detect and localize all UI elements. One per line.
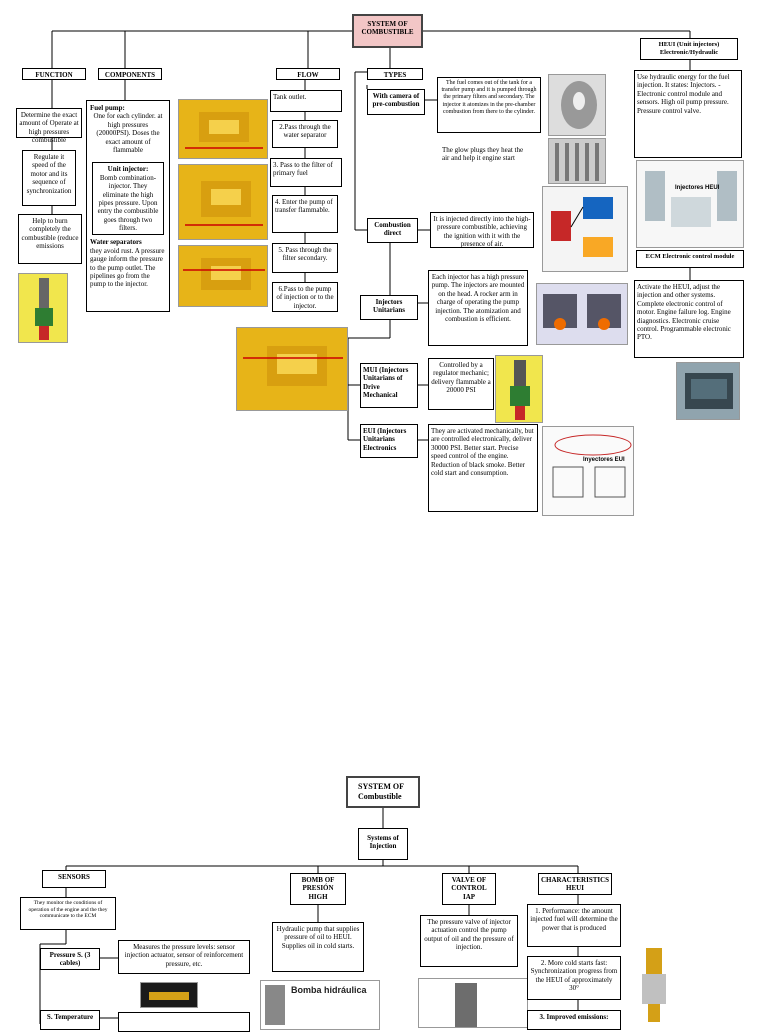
- ecm-module-icon: [685, 373, 733, 409]
- mui-injector-image: [495, 355, 543, 423]
- bomb-img-title: Bomba hidráulica: [291, 985, 367, 995]
- glow-plug-image: [548, 74, 606, 136]
- pressure-sensor-image: [140, 982, 198, 1008]
- temperature-sensor-text: [118, 1012, 250, 1032]
- glow-plugs-icon: [555, 143, 599, 181]
- sensor-icon: [149, 992, 189, 1000]
- injection-diagram-icon: [551, 197, 613, 257]
- injector-nozzle-image: [18, 273, 68, 343]
- function-item-3: Help to burn completely the combustible …: [18, 214, 82, 264]
- direct-injection-diagram: [542, 186, 628, 272]
- components-title: COMPONENTS: [98, 68, 162, 80]
- root-title-2: SYSTEM OF Combustible: [346, 776, 420, 808]
- mui-text: Controlled by a regulator mechanic; deli…: [428, 358, 494, 410]
- hydraulic-pump-image: Bomba hidráulica: [260, 980, 380, 1030]
- valve-icon: [455, 983, 477, 1027]
- types-eui: EUI (Injectors Unitarians Electronics: [360, 424, 418, 458]
- water-separators-title: Water separators: [90, 238, 142, 247]
- flow-step-2: 2.Pass through the water separator: [272, 120, 338, 148]
- eui-diagram-icon: [552, 434, 632, 498]
- heui-injectors-diagram: Injectores HEUI: [636, 160, 744, 248]
- injector-icon: [510, 360, 530, 420]
- injection-systems-title: Systems of Injection: [358, 828, 408, 860]
- valve-text: The pressure valve of injector actuation…: [420, 915, 518, 967]
- root-title: SYSTEM OF COMBUSTIBLE: [352, 14, 423, 48]
- injector-heads-image: [536, 283, 628, 345]
- eui-img-title: Inyectores EUI: [583, 457, 625, 463]
- eui-text: They are activated mechanically, but are…: [428, 424, 538, 512]
- eui-diagram: Inyectores EUI: [542, 426, 634, 516]
- flow-step-4: 4. Enter the pump of transfer flammable.: [272, 195, 338, 233]
- types-precombustion: With camera of pre-combustion: [367, 89, 425, 115]
- ecm-module-image: [676, 362, 740, 420]
- sensors-text: They monitor the conditions of operation…: [20, 897, 116, 930]
- pressure-sensor-text: Measures the pressure levels: sensor inj…: [118, 940, 250, 974]
- heui-injector-image: [630, 942, 678, 1024]
- unit-injector-title: Unit injector:: [107, 165, 149, 174]
- function-title: FUNCTION: [22, 68, 86, 80]
- components-box: Fuel pump: One for each cylinder. at hig…: [86, 100, 170, 312]
- unit-injector-box: Unit injector: Bomb combination-injector…: [92, 162, 164, 236]
- engine-icon: [185, 112, 263, 149]
- types-direct: Combustion direct: [367, 218, 418, 243]
- flow-step-1: Tank outlet.: [270, 90, 342, 112]
- heui-diagram-icon: [645, 171, 737, 227]
- flow-step-3: 3. Pass to the filter of primary fuel: [270, 158, 342, 187]
- engine-icon: [243, 346, 343, 386]
- function-item-2: Regulate it speed of the motor and its s…: [22, 150, 76, 206]
- sensors-title: SENSORS: [42, 870, 106, 888]
- fuel-pump-title: Fuel pump:: [90, 104, 125, 112]
- ecm-title: ECM Electronic control module: [636, 250, 744, 268]
- water-separators-text: they avoid rust. A pressure gauge inform…: [90, 246, 165, 289]
- engine-icon: [183, 258, 265, 290]
- injectors-unitarians-text: Each injector has a high pressure pump. …: [428, 270, 528, 346]
- engine-image-4: [236, 327, 348, 411]
- bomb-title: BOMB OF PRESIÓN HIGH: [290, 873, 346, 905]
- flow-title: FLOW: [276, 68, 340, 80]
- pump-icon: [265, 985, 285, 1025]
- characteristic-2: 2. More cold starts fast: Synchronizatio…: [527, 956, 621, 1000]
- engine-icon: [185, 181, 263, 226]
- pressure-sensor-title: Pressure S. (3 cables): [40, 948, 100, 970]
- characteristics-title: CHARACTERISTICS HEUI: [538, 873, 612, 895]
- injector-heads-icon: [543, 294, 621, 330]
- types-title: TYPES: [367, 68, 423, 80]
- types-injectors-unitarians: Injectors Unitarians: [360, 295, 418, 320]
- fuel-pump-text: One for each cylinder. at high pressures…: [93, 112, 163, 154]
- engine-image-2: [178, 164, 268, 240]
- function-item-1: Determine the exact amount of Operate at…: [16, 108, 82, 144]
- flow-step-5: 5. Pass through the filter secondary.: [272, 243, 338, 273]
- glow-plugs-image: [548, 138, 606, 184]
- engine-image-3: [178, 245, 268, 307]
- injector-icon: [642, 948, 666, 1022]
- types-mui: MUI (Injectors Unitarians of Drive Mecha…: [360, 363, 418, 408]
- engine-image-1: [178, 99, 268, 159]
- valve-title: VALVE OF CONTROL IAP: [442, 873, 496, 905]
- heui-header: HEUI (Unit injectors) Electronic/Hydraul…: [640, 38, 738, 60]
- precombustion-text: The fuel comes out of the tank for a tra…: [437, 77, 541, 133]
- control-valve-image: [418, 978, 528, 1028]
- flow-step-6: 6.Pass to the pump of injection or to th…: [272, 282, 338, 312]
- characteristic-1: 1. Performance: the amount injected fuel…: [527, 904, 621, 947]
- glow-plugs-text: The glow plugs they heat the air and hel…: [440, 144, 526, 178]
- unit-injector-text: Bomb combination-injector. They eliminat…: [97, 173, 159, 233]
- ecm-text: Activate the HEUI, adjust the injection …: [634, 280, 744, 358]
- heui-text: Use hydraulic energy for the fuel inject…: [634, 70, 742, 158]
- bomb-text: Hydraulic pump that supplies pressure of…: [272, 922, 364, 972]
- heui-img-title: Injectores HEUI: [675, 185, 720, 191]
- glow-plug-icon: [561, 81, 597, 129]
- characteristic-3: 3. Improved emissions:: [527, 1010, 621, 1030]
- injector-nozzle-icon: [35, 278, 53, 340]
- temperature-sensor-title: S. Temperature: [40, 1010, 100, 1030]
- direct-text: It is injected directly into the high-pr…: [430, 212, 534, 248]
